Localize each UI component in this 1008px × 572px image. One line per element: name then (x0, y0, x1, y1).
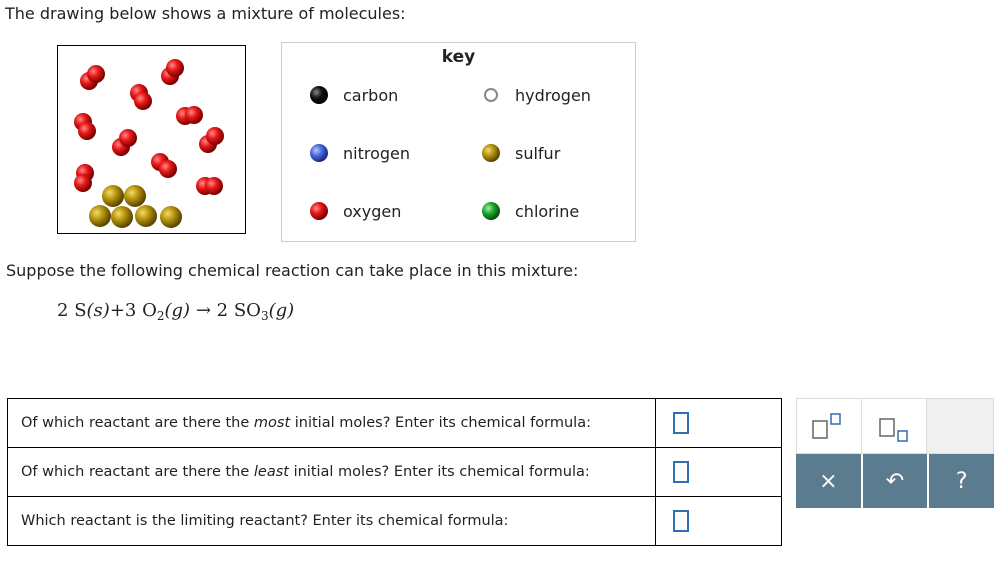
answer-input-limiting[interactable] (673, 510, 689, 532)
answer-cell-limiting[interactable] (655, 496, 782, 546)
key-label-carbon: carbon (343, 85, 399, 105)
chemical-equation: 2 S(s)+3 O2(g) → 2 SO3(g) (57, 300, 294, 323)
key-item-carbon: carbon (309, 85, 398, 105)
close-icon: × (819, 468, 838, 494)
oxygen-molecule (74, 113, 96, 140)
key-title: key (441, 47, 476, 67)
coef-oxygen: 3 (124, 300, 137, 321)
answer-input-most[interactable] (673, 412, 689, 434)
oxygen-molecule (74, 164, 94, 192)
subscript-product: 3 (260, 309, 269, 323)
question-row-most: Of which reactant are there the most ini… (7, 398, 782, 448)
subscript-oxygen: 2 (156, 309, 165, 323)
molecule-drawing (74, 59, 224, 228)
clear-button[interactable]: × (796, 454, 861, 508)
question-row-least: Of which reactant are there the least in… (7, 447, 782, 497)
question-post: initial moles? Enter its chemical formul… (290, 415, 591, 431)
sulfur-solid (89, 185, 182, 228)
undo-icon: ↶ (885, 468, 905, 494)
sulfur-atom-icon (482, 144, 500, 162)
oxygen-molecule (199, 127, 224, 153)
key-label-sulfur: sulfur (515, 143, 561, 163)
key-item-hydrogen: hydrogen (481, 85, 591, 105)
help-button[interactable]: ? (929, 454, 995, 508)
key-item-oxygen: oxygen (309, 201, 401, 221)
input-palette: × ↶ ? (796, 398, 995, 508)
oxygen-molecule (112, 129, 137, 156)
oxygen-molecule (130, 84, 152, 110)
oxygen-molecule (80, 65, 105, 90)
oxygen-atom-icon (310, 202, 328, 220)
answer-cell-most[interactable] (655, 398, 782, 448)
question-pre: Of which reactant are there the (21, 415, 254, 431)
state-product: (g) (268, 300, 295, 321)
superscript-icon (812, 413, 841, 439)
question-text-most: Of which reactant are there the most ini… (7, 398, 656, 448)
key-item-chlorine: chlorine (481, 201, 579, 221)
formula-product: SO (233, 300, 261, 321)
coef-product: 2 (216, 300, 229, 321)
legend-key: key carbon hydrogen nitrogen sulfur oxyg… (281, 42, 636, 242)
key-item-nitrogen: nitrogen (309, 143, 410, 163)
formula-sulfur: S (74, 300, 87, 321)
question-table: Of which reactant are there the most ini… (7, 398, 782, 546)
nitrogen-atom-icon (310, 144, 328, 162)
molecule-mixture-image (57, 45, 246, 234)
oxygen-molecule (176, 106, 203, 125)
key-item-sulfur: sulfur (481, 143, 560, 163)
formula-oxygen: O (142, 300, 157, 321)
coef-sulfur: 2 (57, 300, 69, 321)
reaction-arrow: → (195, 300, 211, 321)
carbon-atom-icon (310, 86, 328, 104)
question-pre: Which reactant is the limiting reactant?… (21, 513, 509, 529)
undo-button[interactable]: ↶ (862, 454, 928, 508)
answer-cell-least[interactable] (655, 447, 782, 497)
question-pre: Of which reactant are there the (21, 464, 254, 480)
question-text-least: Of which reactant are there the least in… (7, 447, 656, 497)
oxygen-molecule (151, 153, 177, 178)
oxygen-molecule (161, 59, 184, 85)
subscript-icon (879, 418, 908, 442)
intro-text: The drawing below shows a mixture of mol… (5, 4, 406, 23)
key-label-hydrogen: hydrogen (515, 85, 591, 105)
reaction-intro: Suppose the following chemical reaction … (6, 261, 579, 280)
question-emphasis: least (253, 464, 289, 480)
help-icon: ? (955, 468, 968, 494)
key-label-chlorine: chlorine (515, 201, 580, 221)
state-sulfur: (s) (86, 300, 110, 321)
superscript-tool-button[interactable] (797, 399, 862, 453)
question-emphasis: most (253, 415, 291, 431)
question-row-limiting: Which reactant is the limiting reactant?… (7, 496, 782, 546)
palette-actions: × ↶ ? (796, 454, 995, 508)
key-label-nitrogen: nitrogen (343, 143, 411, 163)
key-label-oxygen: oxygen (343, 201, 402, 221)
oxygen-molecule (196, 177, 223, 195)
question-text-limiting: Which reactant is the limiting reactant?… (7, 496, 656, 546)
plus-sign: + (109, 300, 125, 321)
subscript-tool-button[interactable] (862, 399, 927, 453)
question-post: initial moles? Enter its chemical formul… (288, 464, 590, 480)
state-oxygen: (g) (164, 300, 191, 321)
palette-tools (796, 398, 994, 454)
chlorine-atom-icon (482, 202, 500, 220)
answer-input-least[interactable] (673, 461, 689, 483)
hydrogen-atom-icon (484, 88, 498, 102)
